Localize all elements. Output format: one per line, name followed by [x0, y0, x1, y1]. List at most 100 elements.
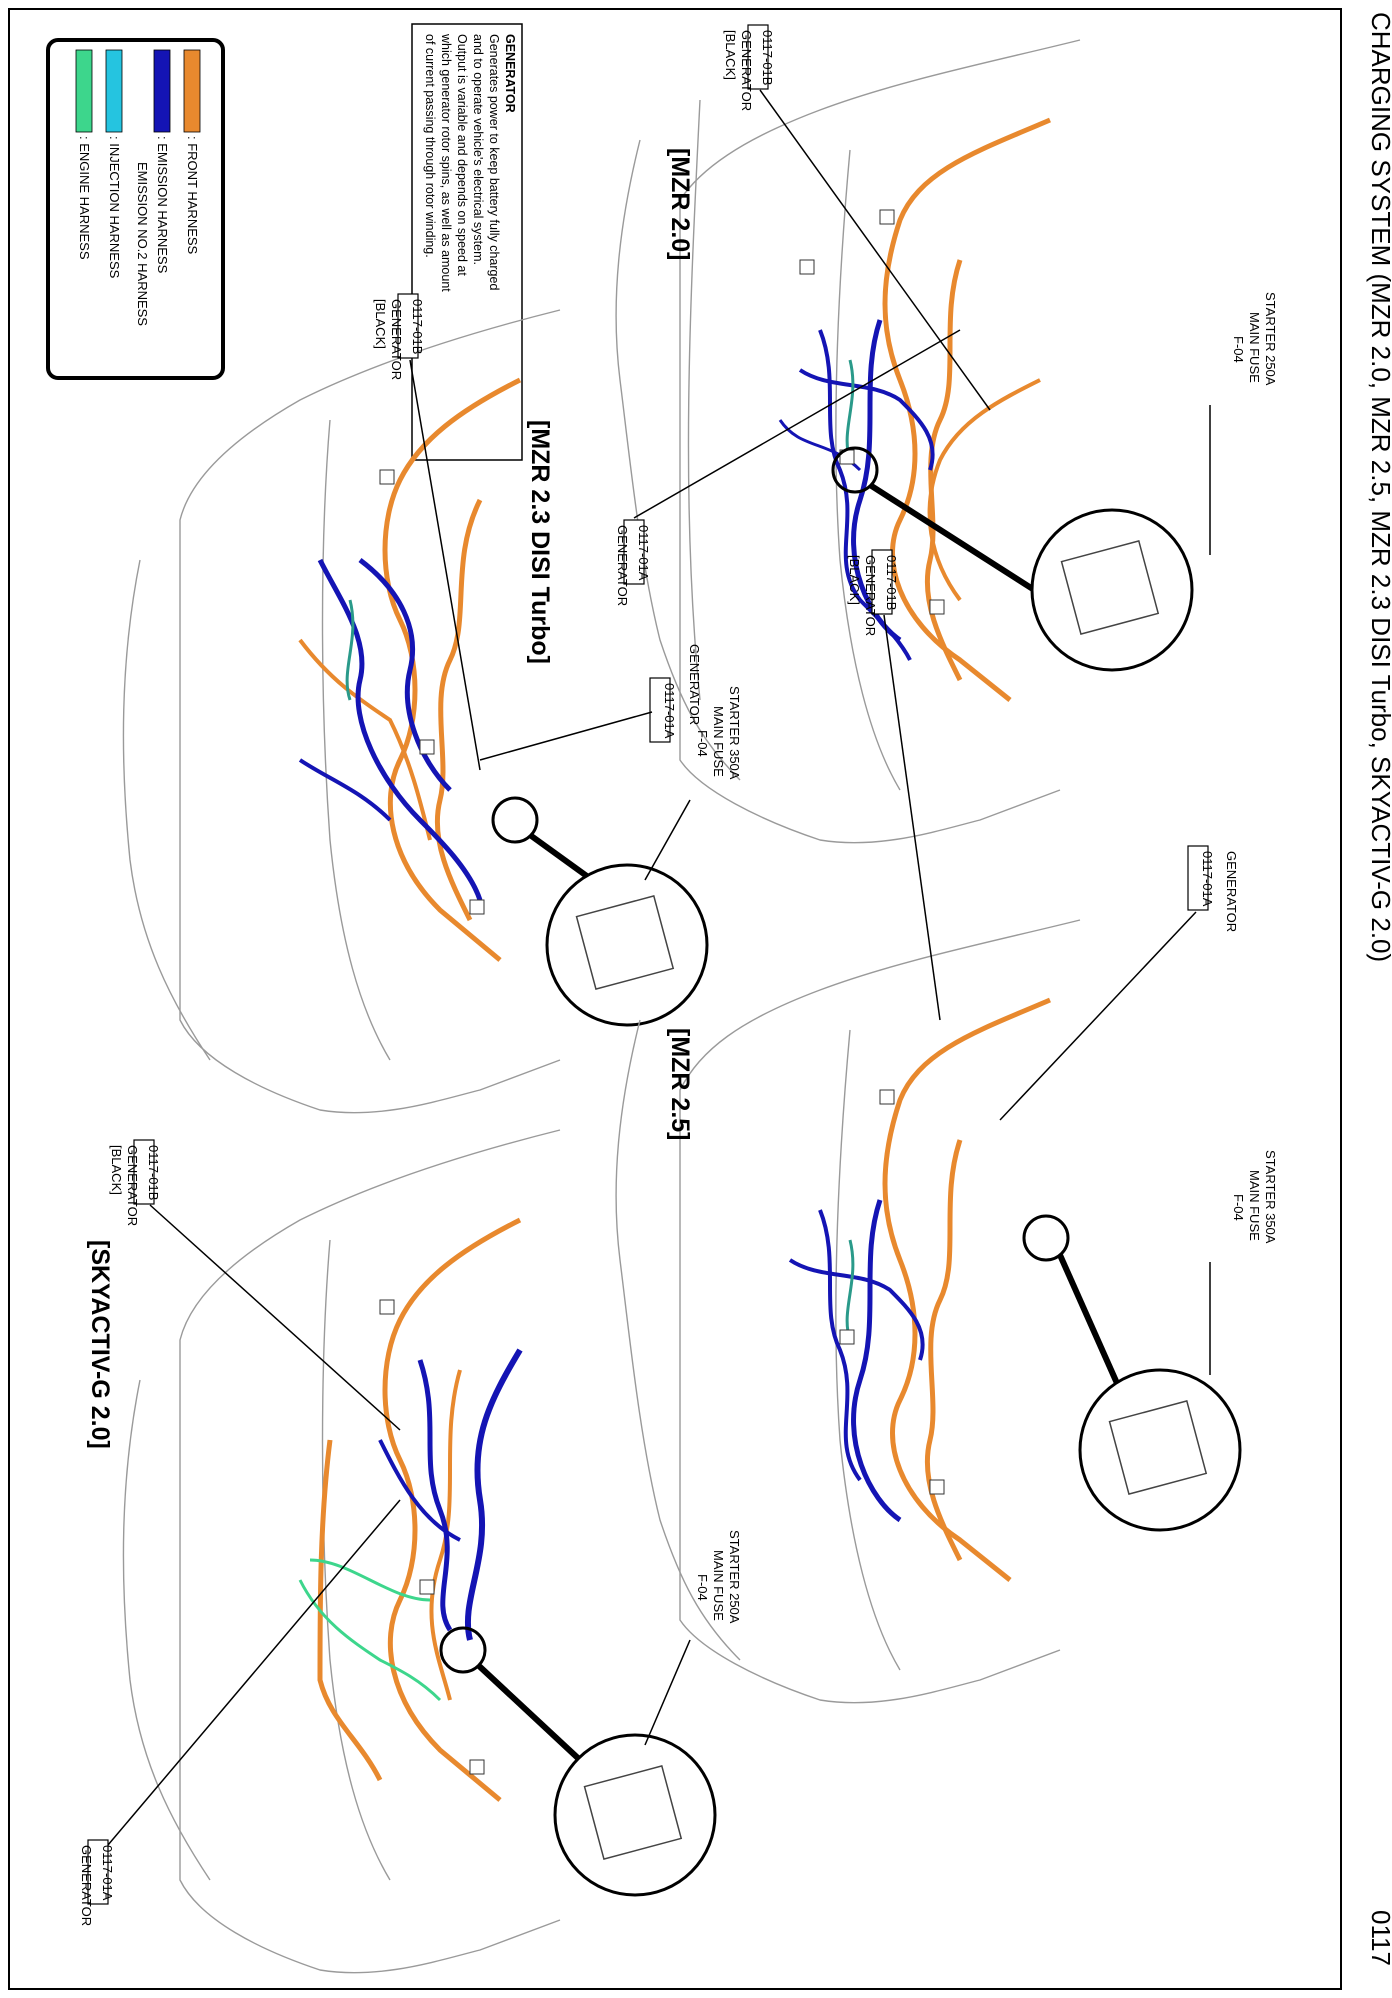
car-outline	[679, 39, 1081, 844]
emission-harness-wire	[464, 1348, 523, 1641]
connector-a-leader	[479, 711, 653, 761]
description-heading: GENERATOR	[503, 34, 517, 113]
diagram-mzr-2-5: STARTER 350A MAIN FUSE F-04 0117-01B GEN…	[615, 549, 1278, 1704]
emission-harness-wire	[378, 1439, 461, 1542]
injection-harness-wire	[845, 359, 855, 461]
connector-block	[379, 1299, 395, 1315]
connector-a-leader	[633, 329, 961, 519]
fuse-label-line-3: F-04	[695, 1574, 710, 1601]
connector-code-box	[133, 1139, 155, 1205]
generator-description: GENERATOR Generates power to keep batter…	[411, 23, 523, 461]
fuse-label-line-1: STARTER 250A	[727, 1530, 742, 1624]
car-outline	[679, 919, 1081, 1704]
connector-code-box	[87, 1839, 109, 1905]
car-bumper-outline	[687, 99, 701, 701]
connector-b-leader	[409, 359, 481, 771]
battery-icon	[583, 1765, 683, 1861]
front-harness-wire	[382, 377, 522, 962]
page-frame	[8, 8, 1342, 1990]
battery-callout-line	[868, 482, 1052, 603]
car-outline	[179, 1129, 561, 1974]
description-line-3: Output is variable and depends on speed …	[455, 34, 469, 276]
engine-harness-wire	[309, 1558, 431, 1602]
legend-label-emission: : EMISSION HARNESS	[155, 136, 170, 274]
connector-block	[929, 1479, 945, 1495]
front-harness-wire	[298, 638, 432, 841]
diagram-skyactiv-g-2-0: STARTER 250A MAIN FUSE F-04 0117-01B GEN…	[79, 1129, 742, 1974]
connector-code-box	[747, 24, 769, 90]
front-harness-wire	[382, 1217, 522, 1802]
connector-code-box	[1187, 845, 1209, 911]
fuse-leader-line	[644, 1639, 691, 1746]
connector-b-code: 0117-01B	[760, 30, 775, 85]
car-hood-outline	[615, 1019, 741, 1661]
front-harness-wire	[927, 378, 1041, 602]
generator-location-circle	[831, 446, 879, 494]
battery-callout-line	[475, 1662, 583, 1763]
connector-a-code: 0117-01A	[1200, 851, 1215, 907]
fuse-label-line-1: STARTER 350A	[1263, 1150, 1278, 1244]
connector-a-name: GENERATOR	[687, 644, 702, 725]
fuse-label-line-1: STARTER 250A	[1263, 292, 1278, 386]
battery-icon	[575, 895, 675, 991]
connector-b-leader	[759, 89, 991, 411]
description-line-5: of current passing through rotor winding…	[423, 34, 437, 258]
emission-harness-wire	[417, 1359, 453, 1632]
front-harness-wire	[882, 117, 1051, 702]
connector-block	[929, 599, 945, 615]
connector-b-color: [BLACK]	[373, 299, 388, 349]
battery-icon	[1108, 1400, 1208, 1496]
connector-code-box	[623, 519, 645, 585]
emission-harness-wire	[818, 329, 912, 661]
variant-title: [MZR 2.3 DISI Turbo]	[526, 420, 554, 664]
generator-location-circle	[491, 796, 539, 844]
connector-block	[839, 1329, 855, 1345]
fuse-label-line-3: F-04	[1231, 1194, 1246, 1221]
car-fender-outline	[835, 1029, 901, 1671]
fuse-label-line-2: MAIN FUSE	[711, 706, 726, 777]
description-line-4: which generator rotor spins, as well as …	[439, 33, 453, 292]
connector-block	[469, 899, 485, 915]
car-fender-outline	[321, 1239, 391, 1881]
battery-icon	[1060, 540, 1160, 636]
car-fender-outline	[835, 149, 901, 791]
diagram-mzr-2-3-disi-turbo: STARTER 350A MAIN FUSE F-04 0117-01B GEN…	[122, 293, 742, 1114]
connector-b-color: [BLACK]	[847, 555, 862, 605]
fuse-label-line-2: MAIN FUSE	[1247, 1170, 1262, 1241]
connector-b-leader	[883, 614, 941, 1021]
emission-harness-wire	[798, 368, 935, 471]
connector-a-code: 0117-01A	[636, 525, 651, 581]
connector-b-name: GENERATOR	[739, 30, 754, 111]
fuse-label-line-1: STARTER 350A	[727, 686, 742, 780]
connector-a-leader	[107, 1499, 401, 1846]
front-harness-wire	[434, 498, 483, 922]
description-line-2: and to operate vehicle's electrical syst…	[471, 34, 485, 265]
emission-harness-wire	[788, 1258, 925, 1361]
connector-block	[419, 739, 435, 755]
connector-block	[799, 259, 815, 275]
emission-harness-wire	[298, 758, 392, 822]
connector-block	[379, 469, 395, 485]
emission-harness-wire	[317, 558, 483, 901]
page-number: 0117	[1366, 1910, 1392, 1966]
connector-code-box	[397, 293, 419, 359]
car-hood-outline	[615, 139, 741, 781]
connector-b-code: 0117-01B	[146, 1145, 161, 1200]
car-hood-outline	[122, 1379, 211, 1881]
engine-harness-wire	[298, 1579, 442, 1702]
legend-label-engine: : ENGINE HARNESS	[77, 136, 92, 260]
connector-block	[419, 1579, 435, 1595]
connector-b-leader	[149, 1204, 401, 1431]
connector-a-code: 0117-01A	[100, 1845, 115, 1901]
page-title: CHARGING SYSTEM (MZR 2.0, MZR 2.5, MZR 2…	[1366, 12, 1392, 962]
fuse-leader-line	[644, 799, 691, 881]
front-harness-wire	[924, 259, 963, 682]
variant-title: [MZR 2.0]	[666, 148, 694, 261]
emission-harness-wire	[818, 1209, 862, 1482]
connector-b-code: 0117-01B	[410, 299, 425, 354]
description-line-1: Generates power to keep battery fully ch…	[487, 34, 501, 290]
diagram-mzr-2-0: STARTER 250A MAIN FUSE F-04 0117-01B GEN…	[615, 24, 1278, 844]
fuse-label-line-2: MAIN FUSE	[1247, 312, 1262, 383]
legend-swatch-injection	[105, 49, 123, 133]
